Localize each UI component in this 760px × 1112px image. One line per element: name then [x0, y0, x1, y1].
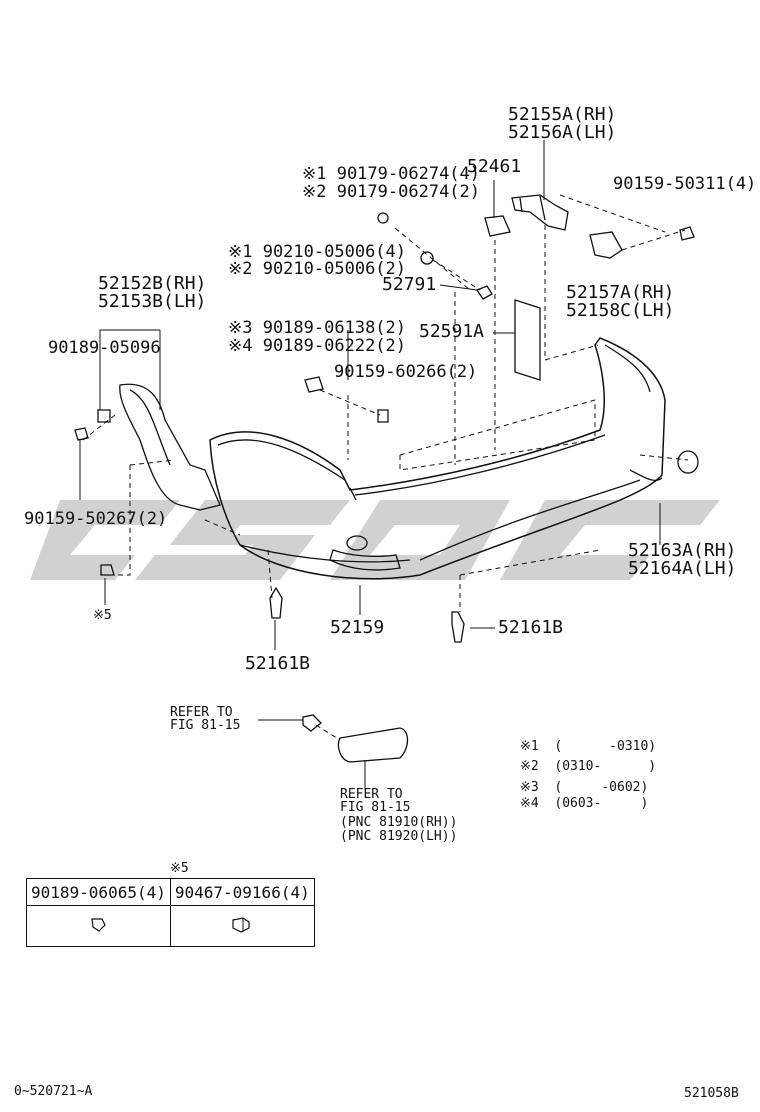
part-label-52155a: 52155A(RH)	[508, 104, 617, 125]
note-4: ※4 (0603- )	[520, 796, 649, 811]
retainer-52157	[589, 231, 623, 259]
part-label-52591a: 52591A	[419, 321, 485, 342]
part-label-90179-b: ※2 90179-06274(2)	[302, 182, 481, 202]
footer-code-left: 0~520721~A	[14, 1084, 93, 1099]
refer-label-2b: FIG 81-15	[340, 800, 411, 815]
part-label-90189-06222: ※4 90189-06222(2)	[228, 336, 407, 356]
note-2: ※2 (0310- )	[520, 759, 657, 774]
part-label-52153b: 52153B(LH)	[98, 291, 207, 312]
refer-label-1a: REFER TO	[170, 705, 233, 720]
fastener-table-caption: ※5	[170, 861, 189, 876]
bracket-52155	[511, 194, 569, 231]
part-label-52157a: 52157A(RH)	[566, 282, 675, 303]
refer-label-2a: REFER TO	[340, 787, 403, 802]
pad-52461	[484, 215, 511, 237]
part-label-90159-50311: 90159-50311(4)	[613, 174, 757, 194]
plate-52591a	[514, 299, 541, 381]
fastener-col1-header: 90189-06065(4)	[26, 878, 171, 906]
part-label-90179-a: ※1 90179-06274(4)	[302, 164, 481, 184]
refer-label-1b: FIG 81-15	[170, 718, 241, 733]
part-label-90210-b: ※2 90210-05006(2)	[228, 259, 407, 279]
mud-guard	[119, 383, 221, 511]
clip-icon	[26, 905, 171, 947]
cap-52163	[677, 450, 699, 474]
part-label-52161b-left: 52161B	[245, 653, 311, 674]
note-1: ※1 ( -0310)	[520, 739, 657, 754]
part-label-90159-60266: 90159-60266(2)	[334, 362, 478, 382]
fastener-col2-header: 90467-09166(4)	[169, 878, 315, 906]
bumper-cover-52159	[209, 337, 666, 580]
part-label-90159-50267: 90159-50267(2)	[24, 509, 168, 529]
part-label-52152b: 52152B(RH)	[98, 273, 207, 294]
part-label-52164a: 52164A(LH)	[628, 558, 737, 579]
note-marker-5: ※5	[93, 608, 112, 623]
part-label-52163a: 52163A(RH)	[628, 540, 737, 561]
pnc-label-lh: (PNC 81920(LH))	[340, 829, 458, 844]
part-label-52161b-right: 52161B	[498, 617, 564, 638]
footer-code-right: 521058B	[684, 1086, 739, 1101]
reflector	[337, 727, 409, 763]
push-rivet-icon	[169, 905, 315, 947]
part-label-52158c: 52158C(LH)	[566, 300, 675, 321]
part-label-52156a: 52156A(LH)	[508, 122, 617, 143]
note-3: ※3 ( -0602)	[520, 780, 649, 795]
part-label-52461: 52461	[467, 156, 522, 177]
part-label-90189-06138: ※3 90189-06138(2)	[228, 318, 407, 338]
part-label-52159: 52159	[330, 617, 385, 638]
fastener-table: 90189-06065(4) 90467-09166(4)	[26, 878, 315, 947]
part-label-90210-a: ※1 90210-05006(4)	[228, 242, 407, 262]
part-label-52791: 52791	[382, 274, 437, 295]
pnc-label-rh: (PNC 81910(RH))	[340, 815, 458, 830]
part-label-90189-05096: 90189-05096	[48, 338, 161, 358]
